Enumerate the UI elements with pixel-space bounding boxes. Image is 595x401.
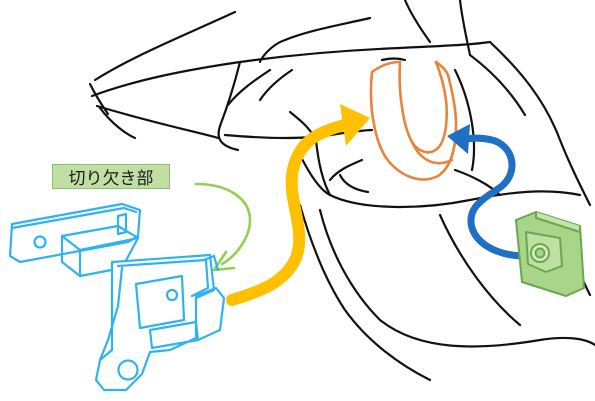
blue-arrow (447, 124, 526, 256)
slot-highlight (371, 62, 456, 180)
cutout-callout-label: 切り欠き部 (52, 164, 170, 189)
mount-plate-icon (516, 212, 584, 296)
bracket-part-icon (10, 204, 224, 390)
